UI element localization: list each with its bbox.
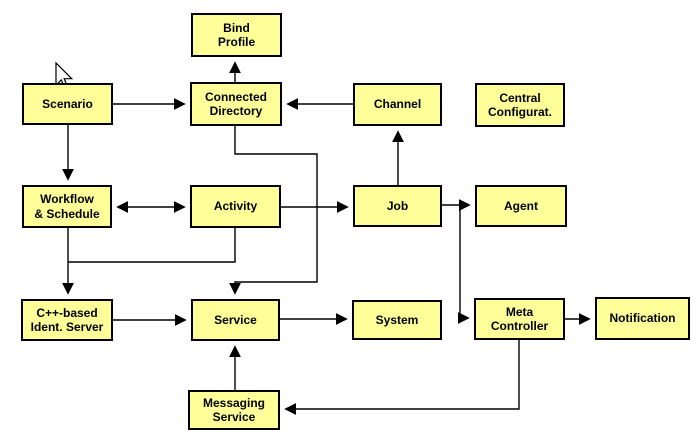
node-bind-profile[interactable]: Bind Profile [191, 13, 282, 57]
node-label: Channel [373, 97, 422, 112]
node-connected-directory[interactable]: Connected Directory [190, 82, 282, 126]
node-job[interactable]: Job [353, 185, 442, 227]
node-system[interactable]: System [352, 300, 442, 340]
edge-meta-controller-messaging-service [284, 340, 520, 415]
node-label: Activity [213, 199, 258, 214]
edge-activity-cpp-server [68, 228, 236, 263]
node-notification[interactable]: Notification [595, 297, 690, 340]
node-cpp-ident-server[interactable]: C++-based Ident. Server [21, 299, 113, 341]
node-channel[interactable]: Channel [353, 83, 442, 126]
node-label: Scenario [42, 96, 93, 111]
node-label: Bind Profile [217, 20, 256, 49]
node-activity[interactable]: Activity [190, 185, 281, 228]
node-central-configuration[interactable]: Central Configurat. [475, 83, 565, 127]
node-label: Connected Directory [204, 89, 267, 118]
node-agent[interactable]: Agent [475, 185, 567, 227]
node-service[interactable]: Service [191, 299, 280, 341]
node-label: Agent [504, 198, 538, 213]
node-label: Central Configurat. [488, 90, 552, 119]
node-label: Job [386, 198, 409, 213]
node-workflow-schedule[interactable]: Workflow & Schedule [22, 185, 112, 228]
node-label: Meta Controller [490, 304, 549, 333]
edge-job-meta-controller [457, 205, 470, 324]
node-label: C++-based Ident. Server [30, 305, 104, 334]
node-label: Notification [609, 311, 676, 326]
node-messaging-service[interactable]: Messaging Service [188, 390, 280, 430]
node-label: Messaging Service [202, 395, 265, 424]
node-label: System [375, 312, 419, 327]
node-meta-controller[interactable]: Meta Controller [474, 298, 565, 340]
node-label: Service [214, 312, 257, 327]
node-scenario[interactable]: Scenario [22, 83, 113, 125]
node-label: Workflow & Schedule [34, 192, 100, 221]
